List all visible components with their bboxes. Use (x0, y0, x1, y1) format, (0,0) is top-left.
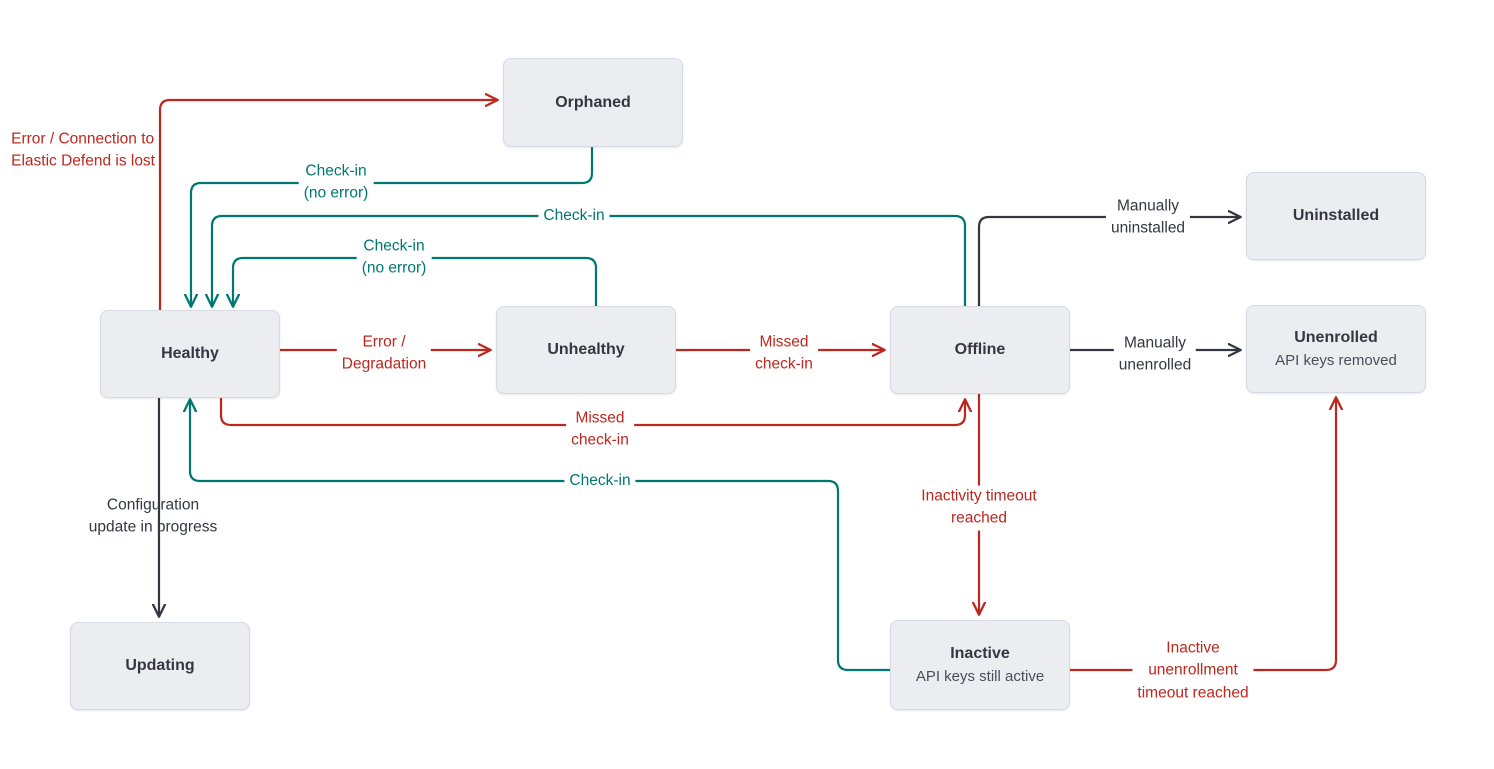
edge-label-checkin-bottom: Check-in (564, 469, 636, 493)
node-unhealthy[interactable]: Unhealthy (496, 306, 676, 394)
node-offline-title: Offline (954, 341, 1006, 358)
edge-label-checkin-no-error-1: Check-in (no error) (298, 160, 374, 206)
node-inactive-subtitle: API keys still active (915, 667, 1045, 685)
edge-label-inactivity-timeout: Inactivity timeout reached (916, 485, 1042, 531)
edge-label-missed-checkin-1: Missed check-in (750, 331, 818, 377)
edge-offline-to-uninstalled (977, 217, 1240, 308)
node-unenrolled-subtitle: API keys removed (1275, 351, 1397, 369)
edge-label-inactive-unenrollment: Inactive unenrollment timeout reached (1132, 637, 1254, 705)
edge-label-missed-checkin-2: Missed check-in (566, 407, 634, 453)
node-offline[interactable]: Offline (890, 306, 1070, 394)
edge-healthy-to-orphaned (158, 100, 497, 314)
edge-label-error-degradation: Error / Degradation (336, 331, 432, 377)
edge-inactive-to-unenrolled (1068, 398, 1336, 672)
edge-offline-to-healthy (212, 214, 967, 306)
node-orphaned[interactable]: Orphaned (503, 58, 683, 147)
node-inactive-title: Inactive (950, 644, 1010, 662)
node-unhealthy-title: Unhealthy (547, 341, 625, 358)
node-unenrolled[interactable]: Unenrolled API keys removed (1246, 305, 1426, 393)
node-healthy-title: Healthy (161, 345, 219, 362)
edge-inactive-to-healthy (190, 400, 892, 672)
node-unenrolled-title: Unenrolled (1294, 328, 1378, 346)
edge-label-checkin-no-error-2: Check-in (no error) (356, 235, 432, 281)
edge-label-error-connection: Error / Connection to Elastic Defend is … (11, 130, 155, 170)
node-updating[interactable]: Updating (70, 622, 250, 710)
node-uninstalled-title: Uninstalled (1292, 207, 1380, 224)
edge-label-manually-uninstalled: Manually uninstalled (1105, 195, 1191, 241)
edge-label-configuration-update: Configuration update in progress (88, 496, 218, 536)
edge-orphaned-to-healthy (191, 146, 594, 306)
edge-label-manually-unenrolled: Manually unenrolled (1113, 332, 1197, 378)
node-updating-title: Updating (125, 657, 195, 674)
node-healthy[interactable]: Healthy (100, 310, 280, 398)
node-orphaned-title: Orphaned (555, 93, 631, 111)
edge-label-checkin-top: Check-in (538, 204, 610, 228)
node-inactive[interactable]: Inactive API keys still active (890, 620, 1070, 710)
node-uninstalled[interactable]: Uninstalled (1246, 172, 1426, 260)
